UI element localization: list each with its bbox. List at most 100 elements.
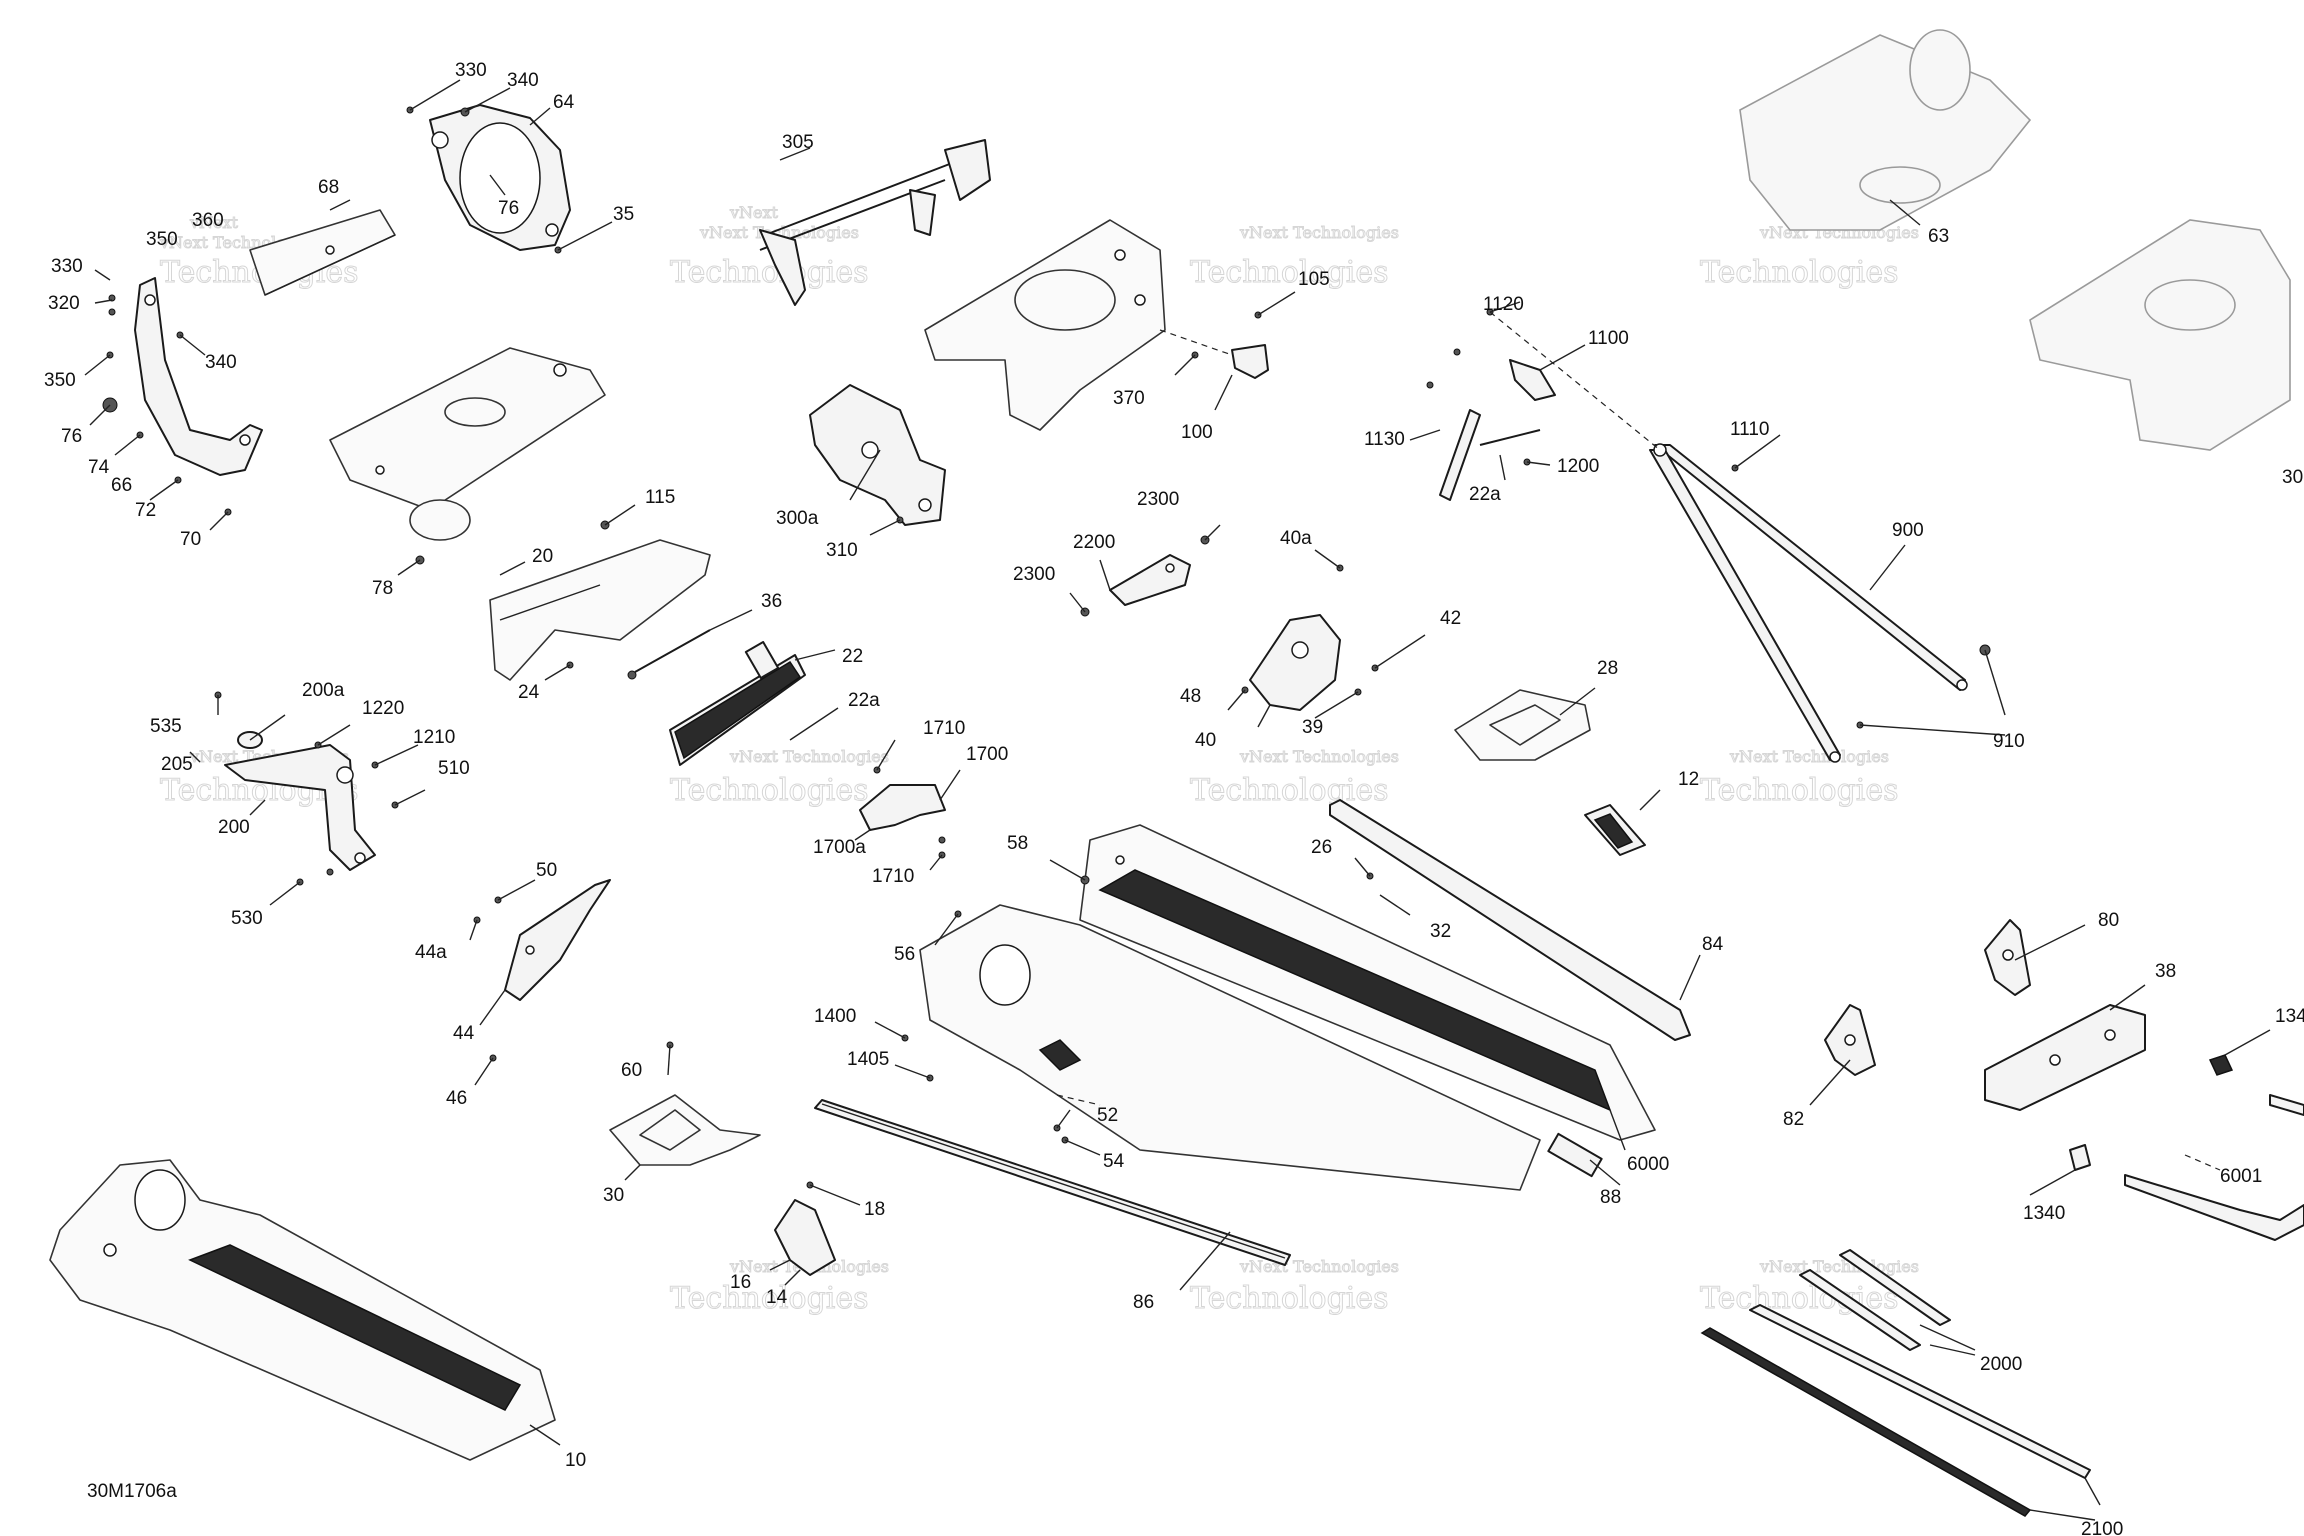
part-80-bracket <box>1984 919 2031 996</box>
callout-76-ring: 76 <box>498 198 519 219</box>
callout-22: 22 <box>842 646 863 667</box>
watermark: vNext Technologies Technologies <box>1190 1257 1400 1317</box>
part-22-heat-exchanger <box>669 641 806 766</box>
callout-1700a: 1700a <box>813 837 866 858</box>
callout-56: 56 <box>894 944 915 965</box>
part-2200-bracket <box>1109 554 1191 606</box>
callout-370: 370 <box>1113 388 1145 409</box>
callout-105: 105 <box>1298 269 1330 290</box>
part-right-faded-tunnel <box>2029 219 2291 451</box>
callout-88: 88 <box>1600 1187 1621 1208</box>
callout-340-left: 340 <box>205 352 237 373</box>
part-2000-rails <box>1799 1249 1951 1351</box>
callout-1700: 1700 <box>966 744 1008 765</box>
callout-70: 70 <box>180 529 201 550</box>
callout-310: 310 <box>826 540 858 561</box>
svg-text:vNext Technologies: vNext Technologies <box>1239 747 1399 766</box>
part-44-bracket <box>504 879 611 1001</box>
callout-63: 63 <box>1928 226 1949 247</box>
callout-2000: 2000 <box>1980 1354 2022 1375</box>
callout-30: 30 <box>603 1185 624 1206</box>
callout-2300-upper: 2300 <box>1137 489 1179 510</box>
callout-35: 35 <box>613 204 634 225</box>
callout-530: 530 <box>231 908 263 929</box>
drawing-number: 30M1706a <box>87 1481 177 1502</box>
callout-1405: 1405 <box>847 1049 889 1070</box>
callout-40: 40 <box>1195 730 1216 751</box>
callout-52: 52 <box>1097 1105 1118 1126</box>
callout-18: 18 <box>864 1199 885 1220</box>
callout-36: 36 <box>761 591 782 612</box>
callout-305: 305 <box>782 132 814 153</box>
callout-40a: 40a <box>1280 528 1312 549</box>
svg-text:Technologies: Technologies <box>670 1281 869 1316</box>
callout-330-top: 330 <box>455 60 487 81</box>
part-88-tunnel <box>1079 824 1656 1178</box>
callout-86: 86 <box>1133 1292 1154 1313</box>
part-900-tie-rod <box>1649 443 1968 763</box>
callout-1100: 1100 <box>1588 328 1629 349</box>
callout-1220: 1220 <box>362 698 404 719</box>
watermark: vNext Technologies Technologies <box>1190 747 1400 809</box>
callout-100: 100 <box>1181 422 1213 443</box>
callout-20: 20 <box>532 546 553 567</box>
callout-30-edge: 30 <box>2282 467 2303 488</box>
svg-text:vNext: vNext <box>729 203 779 222</box>
part-305-column <box>759 139 991 306</box>
part-36-rod <box>627 629 711 680</box>
svg-text:vNext Technologies: vNext Technologies <box>1239 223 1399 242</box>
callout-10: 10 <box>565 1450 586 1471</box>
callout-39: 39 <box>1302 717 1323 738</box>
callout-72: 72 <box>135 500 156 521</box>
callout-44: 44 <box>453 1023 475 1044</box>
callout-200: 200 <box>218 817 250 838</box>
callout-1340: 1340 <box>2023 1203 2065 1224</box>
part-38-bar <box>1984 1004 2146 1111</box>
svg-text:Technologies: Technologies <box>1700 255 1899 290</box>
part-20-plate <box>489 539 711 681</box>
callout-46: 46 <box>446 1088 467 1109</box>
part-1340-clips <box>2069 1054 2234 1171</box>
callout-60: 60 <box>621 1060 642 1081</box>
callout-58: 58 <box>1007 833 1028 854</box>
callout-26: 26 <box>1311 837 1332 858</box>
callout-1110: 1110 <box>1730 419 1769 440</box>
part-64-bulkhead-ring <box>429 104 571 251</box>
callout-350-upper: 350 <box>146 229 178 250</box>
svg-text:vNext Technologies: vNext Technologies <box>1729 747 1889 766</box>
part-30-lower-bracket <box>609 1094 761 1166</box>
callout-12: 12 <box>1678 769 1699 790</box>
callout-6000: 6000 <box>1627 1154 1669 1175</box>
callout-535: 535 <box>150 716 182 737</box>
part-6001-handle <box>2124 1094 2304 1241</box>
part-82-bracket <box>1824 1004 1876 1076</box>
svg-text:Technologies: Technologies <box>670 773 869 808</box>
part-40-casting <box>1249 614 1341 711</box>
callout-labels: 330 340 64 76 35 68 360 350 330 320 340 … <box>44 60 2304 1536</box>
callout-340-top: 340 <box>507 70 539 91</box>
part-10-chassis-assembly <box>49 1159 556 1461</box>
svg-text:vNext Technologies: vNext Technologies <box>1239 1257 1399 1276</box>
callout-54: 54 <box>1103 1151 1125 1172</box>
callout-360: 360 <box>192 210 224 231</box>
callout-1130: 1130 <box>1364 429 1405 450</box>
callout-74: 74 <box>88 457 110 478</box>
callout-48: 48 <box>1180 686 1201 707</box>
callout-1710-upper: 1710 <box>923 718 965 739</box>
callout-82: 82 <box>1783 1109 1804 1130</box>
svg-text:Technologies: Technologies <box>1190 773 1389 808</box>
watermark: vNext Technologies Technologies <box>1190 223 1400 291</box>
part-1700-bracket <box>859 784 946 831</box>
part-63-upper-assembly <box>1739 29 2032 231</box>
part-84-rail <box>1329 799 1691 1041</box>
callout-205: 205 <box>161 754 193 775</box>
part-78-panel <box>329 347 606 541</box>
callout-64: 64 <box>553 92 575 113</box>
callout-2300-lower: 2300 <box>1013 564 1055 585</box>
callout-32: 32 <box>1430 921 1451 942</box>
callout-1210: 1210 <box>413 727 455 748</box>
svg-text:vNext Technologies: vNext Technologies <box>729 747 889 766</box>
callout-84: 84 <box>1702 934 1724 955</box>
callout-6001: 6001 <box>2220 1166 2262 1187</box>
